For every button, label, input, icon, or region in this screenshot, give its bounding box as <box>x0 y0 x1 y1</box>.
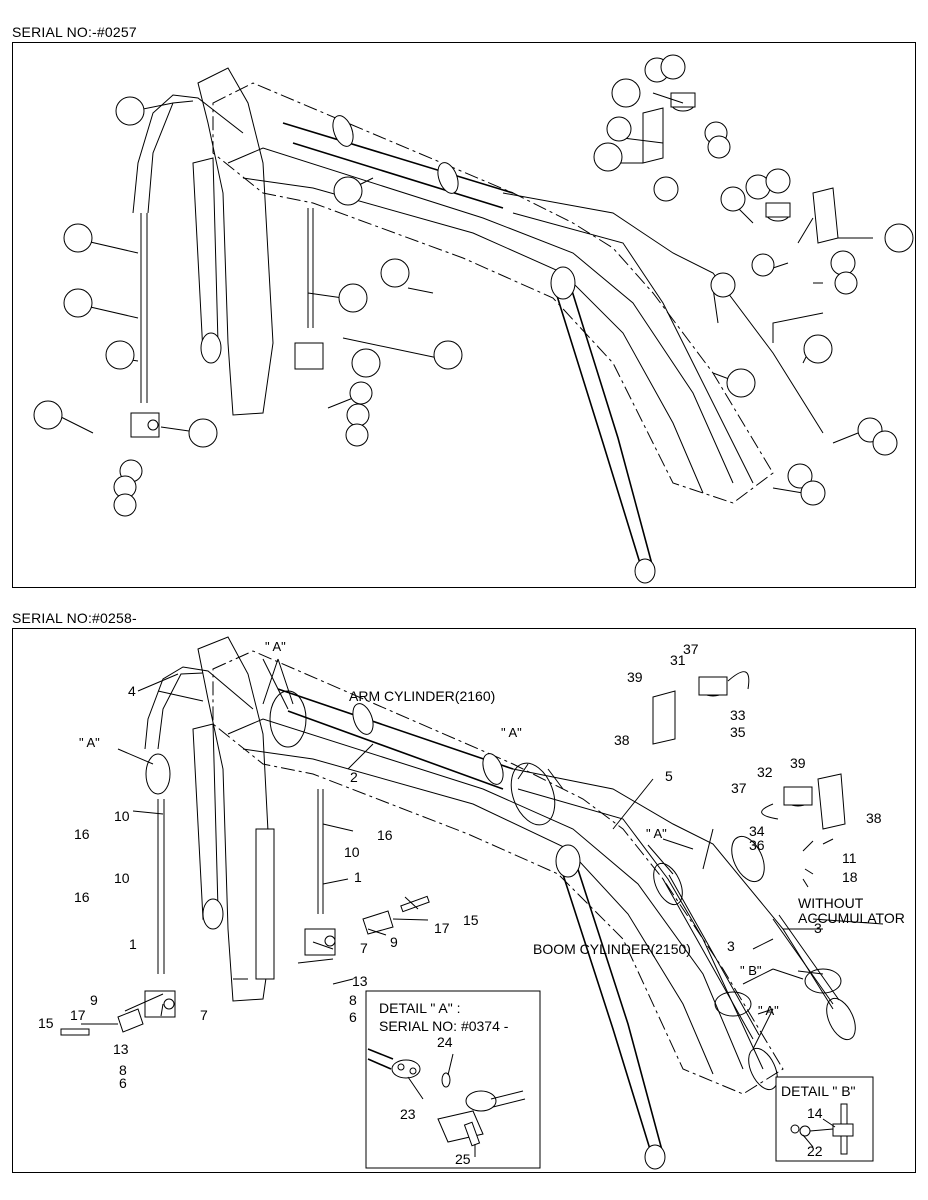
without-accumulator-label-2: ACCUMULATOR <box>798 910 905 926</box>
part-number: 39 <box>627 669 643 685</box>
part-number: 24 <box>437 1034 453 1050</box>
part-number: 37 <box>731 780 747 796</box>
part-number: 2 <box>350 769 358 785</box>
part-number: 3 <box>814 920 822 936</box>
bottom-diagram-panel: 4 2 5 10 16 16 10 10 1 16 15 17 9 1 7 13… <box>12 628 916 1173</box>
part-number: 38 <box>614 732 630 748</box>
part-number: 5 <box>665 768 673 784</box>
part-number: 14 <box>807 1105 823 1121</box>
without-accumulator-label-1: WITHOUT <box>798 895 864 911</box>
part-number: 9 <box>90 992 98 1008</box>
part-number: 6 <box>349 1009 357 1025</box>
part-number: 10 <box>114 870 130 886</box>
bottom-part-numbers: 4 2 5 10 16 16 10 10 1 16 15 17 9 1 7 13… <box>38 641 882 1091</box>
part-number: 35 <box>730 724 746 740</box>
callout-a-label: " A" <box>265 639 286 654</box>
part-number: 9 <box>390 934 398 950</box>
callout-a-label: " A" <box>758 1003 779 1018</box>
callout-a-label: " A" <box>646 826 667 841</box>
serial-bottom-label: SERIAL NO:#0258- <box>12 610 137 626</box>
part-number: 13 <box>113 1041 129 1057</box>
detail-b-title: DETAIL " B" <box>781 1083 856 1099</box>
part-number: 7 <box>360 940 368 956</box>
part-number: 8 <box>349 992 357 1008</box>
part-number: 8 <box>119 1062 127 1078</box>
bottom-exploded-diagram: 4 2 5 10 16 16 10 10 1 16 15 17 9 1 7 13… <box>38 636 905 1170</box>
part-number: 32 <box>757 764 773 780</box>
part-number: 13 <box>352 973 368 989</box>
detail-a-title: DETAIL " A" : <box>379 1000 461 1016</box>
part-number: 10 <box>114 808 130 824</box>
top-exploded-diagram <box>33 54 914 584</box>
part-number: 1 <box>354 869 362 885</box>
part-number: 23 <box>400 1106 416 1122</box>
part-number: 16 <box>377 827 393 843</box>
part-number: 22 <box>807 1143 823 1159</box>
part-number: 25 <box>455 1151 471 1167</box>
part-number: 1 <box>129 936 137 952</box>
part-number: 15 <box>38 1015 54 1031</box>
detail-a-serial: SERIAL NO: #0374 - <box>379 1018 509 1034</box>
part-number: 31 <box>670 652 686 668</box>
part-number: 16 <box>74 826 90 842</box>
part-number: 17 <box>70 1007 86 1023</box>
part-number: 39 <box>790 755 806 771</box>
callout-a-label: " A" <box>79 735 100 750</box>
detail-b-box: DETAIL " B" 14 22 <box>775 1076 874 1162</box>
boom-cylinder-label: BOOM CYLINDER(2150) <box>533 941 691 957</box>
part-number: 37 <box>683 641 699 657</box>
part-number: 34 <box>749 823 765 839</box>
part-number: 4 <box>128 683 136 699</box>
part-number: 6 <box>119 1075 127 1091</box>
part-number: 38 <box>866 810 882 826</box>
serial-top-label: SERIAL NO:-#0257 <box>12 24 137 40</box>
top-balloons <box>33 54 914 517</box>
arm-cylinder-label: ARM CYLINDER(2160) <box>349 688 495 704</box>
part-number: 10 <box>344 844 360 860</box>
part-number: 17 <box>434 920 450 936</box>
part-number: 7 <box>200 1007 208 1023</box>
part-number: 36 <box>749 837 765 853</box>
callout-a-label: " A" <box>501 725 522 740</box>
part-number: 15 <box>463 912 479 928</box>
part-number: 11 <box>842 850 857 866</box>
top-diagram-panel <box>12 42 916 588</box>
part-number: 33 <box>730 707 746 723</box>
part-number: 3 <box>727 938 735 954</box>
part-number: 16 <box>74 889 90 905</box>
detail-a-box: DETAIL " A" : SERIAL NO: #0374 - 24 23 2… <box>365 990 541 1169</box>
part-number: 18 <box>842 869 858 885</box>
callout-b-label: " B" <box>740 963 762 978</box>
